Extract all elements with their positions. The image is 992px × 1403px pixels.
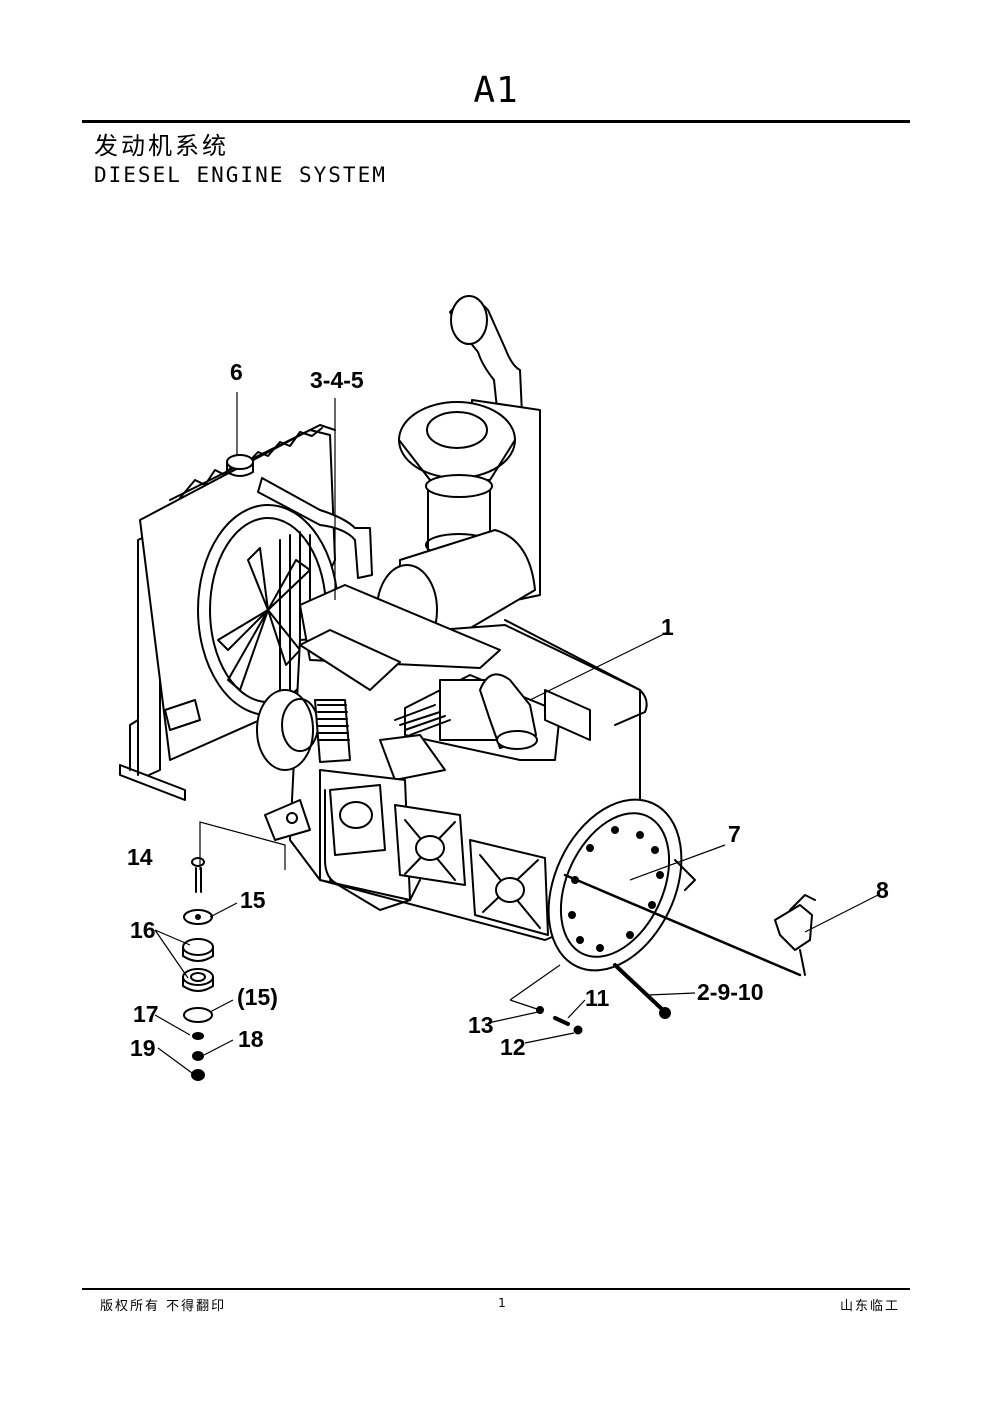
callout-17: 17: [133, 1001, 159, 1027]
footer-company: 山东临工: [839, 1299, 900, 1314]
callout-16: 16: [130, 917, 156, 943]
callout-7: 7: [728, 821, 741, 847]
callout-19: 19: [130, 1035, 156, 1061]
engine-mount-parts: [182, 857, 214, 1081]
callout-8: 8: [876, 877, 889, 903]
callout-1: 1: [661, 614, 674, 640]
callout-11: 11: [585, 985, 610, 1011]
callout-13: 13: [468, 1012, 494, 1038]
callout-15: 15: [240, 887, 266, 913]
title-english: DIESEL ENGINE SYSTEM: [94, 163, 387, 187]
callout-18: 18: [238, 1026, 264, 1052]
engine-block-illustration: [256, 584, 648, 941]
air-cleaner-illustration: [376, 295, 541, 656]
callout-3-4-5: 3-4-5: [310, 367, 364, 393]
radiator-illustration: [119, 424, 339, 801]
flywheel-housing-illustration: [547, 798, 696, 972]
header-rule: [82, 120, 910, 123]
title-chinese: 发动机系统: [94, 132, 229, 160]
footer-page-number: 1: [498, 1296, 506, 1310]
leader-lines: [154, 392, 879, 1074]
footer-rule: [82, 1288, 910, 1290]
callout-15-repeat: (15): [237, 984, 278, 1010]
callout-2-9-10: 2-9-10: [697, 979, 763, 1005]
callout-6: 6: [230, 359, 243, 385]
callout-12: 12: [500, 1034, 526, 1060]
footer-copyright: 版权所有 不得翻印: [100, 1299, 227, 1314]
page-code: A1: [473, 70, 519, 111]
callout-14: 14: [127, 844, 153, 870]
